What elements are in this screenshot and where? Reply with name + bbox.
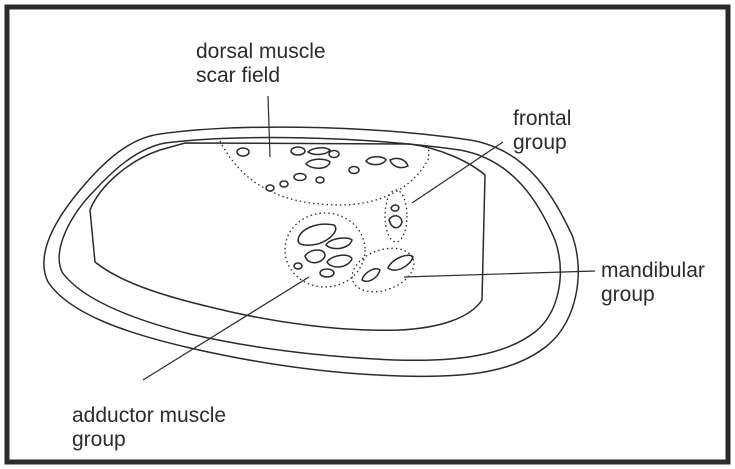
dorsal-scar [366, 157, 386, 165]
mandibular-scar [388, 255, 413, 270]
frontal-label-line1: frontal [513, 107, 571, 131]
mandibular-group-boundary [346, 240, 420, 299]
adductor-scar [320, 269, 334, 277]
frontal-leader-line [412, 142, 503, 203]
dorsal-scar [306, 159, 330, 168]
dorsal-scar [280, 181, 288, 187]
mandibular-scar [362, 269, 380, 282]
dorsal-scar [316, 177, 324, 183]
adductor-label-line2: group [72, 428, 226, 452]
dorsal-scar [237, 148, 249, 156]
dorsal-label-line2: scar field [196, 64, 326, 88]
dorsal-label-line1: dorsal muscle [196, 40, 326, 64]
dorsal-scar [294, 174, 306, 181]
adductor-scars [294, 224, 352, 277]
dorsal-scar [308, 148, 330, 155]
shell-inner-outline [90, 143, 485, 330]
adductor-scar [326, 238, 352, 249]
dorsal-scar-field-boundary [220, 141, 429, 205]
adductor-scar [294, 263, 302, 269]
shell-middle-outline [59, 138, 560, 361]
frontal-scar [389, 216, 402, 228]
mandibular-group-label: mandibular group [601, 259, 705, 307]
frontal-scar [391, 205, 399, 211]
mandibular-label-line2: group [601, 283, 705, 307]
dorsal-scar-field-label: dorsal muscle scar field [196, 40, 326, 88]
dorsal-scar [390, 158, 408, 167]
adductor-scar [298, 224, 336, 245]
dorsal-scar [291, 147, 305, 155]
dorsal-scar [349, 167, 359, 174]
frontal-label-line2: group [513, 131, 571, 155]
adductor-scar [327, 255, 352, 267]
mandibular-leader-line [404, 271, 595, 277]
dorsal-scars [237, 147, 408, 191]
frontal-group-label: frontal group [513, 107, 571, 155]
figure-border [7, 7, 728, 462]
adductor-muscle-group-label: adductor muscle group [72, 404, 226, 452]
frontal-scars [389, 205, 402, 228]
dorsal-scar [329, 151, 339, 158]
adductor-scar [305, 250, 325, 263]
dorsal-scar [266, 185, 274, 191]
mandibular-label-line1: mandibular [601, 259, 705, 283]
adductor-label-line1: adductor muscle [72, 404, 226, 428]
